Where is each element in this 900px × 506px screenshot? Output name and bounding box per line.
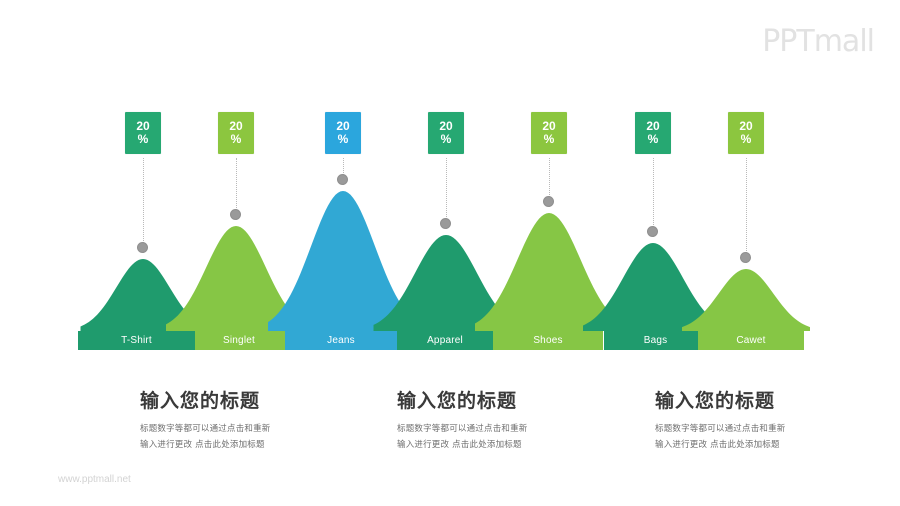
badge-value: 20 [229,119,243,134]
caption-line-1: 标题数字等都可以通过点击和重新 [140,424,271,434]
bell-curve-bags [583,243,723,331]
category-bar-cawet[interactable]: Cawet [698,331,804,350]
caption-line-2: 输入进行更改 点击此处添加标题 [655,439,780,450]
percent-badge-shoes[interactable]: 20% [531,112,567,154]
badge-value: 20 [136,119,150,134]
category-bar-label: Jeans [327,335,355,346]
percent-badge-jeans[interactable]: 20% [325,112,361,154]
connector-line-t-shirt [142,158,144,253]
caption-line-1: 标题数字等都可以通过点击和重新 [655,424,786,434]
pptmall-logo: PPTmall [762,24,875,59]
caption-heading: 输入您的标题 [655,390,776,412]
bell-curve-apparel [373,235,519,331]
badge-unit: % [543,132,555,146]
connector-line-shoes [548,158,550,207]
caption-line-1: 标题数字等都可以通过点击和重新 [397,424,528,434]
badge-value: 20 [542,119,556,134]
badge-unit: % [137,132,149,146]
connector-dot-cawet [740,252,751,263]
connector-dot-singlet [230,209,241,220]
caption-block-3[interactable]: 输入您的标题标题数字等都可以通过点击和重新输入进行更改 点击此处添加标题 [655,386,786,453]
percent-badge-apparel[interactable]: 20% [428,112,464,154]
category-bar-singlet[interactable]: Singlet [184,331,294,350]
category-bar-label: Shoes [533,335,563,346]
percent-badge-cawet[interactable]: 20% [728,112,764,154]
connector-line-jeans [342,158,344,185]
badge-unit: % [440,132,452,146]
caption-heading: 输入您的标题 [397,390,518,412]
caption-block-2[interactable]: 输入您的标题标题数字等都可以通过点击和重新输入进行更改 点击此处添加标题 [397,386,528,453]
connector-dot-apparel [440,218,451,229]
category-bar-label: Cawet [736,335,766,346]
badge-value: 20 [739,119,753,134]
connector-line-apparel [445,158,447,229]
category-bar-label: Apparel [427,335,463,346]
bell-curve-jeans [268,191,418,331]
footer-url: www.pptmall.net [58,474,131,485]
percent-badge-singlet[interactable]: 20% [218,112,254,154]
connector-line-bags [652,158,654,237]
percent-badge-bags[interactable]: 20% [635,112,671,154]
connector-dot-jeans [337,174,348,185]
category-bar-jeans[interactable]: Jeans [285,331,397,350]
category-bar-label: Singlet [223,335,255,346]
badge-unit: % [230,132,242,146]
bell-curve-t-shirt [80,259,206,331]
category-bar-t-shirt[interactable]: T-Shirt [78,331,195,350]
badge-unit: % [647,132,659,146]
connector-line-singlet [235,158,237,220]
badge-unit: % [740,132,752,146]
connector-dot-shoes [543,196,554,207]
bell-curve-shoes [475,213,623,331]
badge-value: 20 [646,119,660,134]
badge-value: 20 [439,119,453,134]
badge-unit: % [337,132,349,146]
category-bar-shoes[interactable]: Shoes [493,331,603,350]
category-bar-label: Bags [643,335,668,346]
caption-line-2: 输入进行更改 点击此处添加标题 [140,439,265,450]
connector-dot-t-shirt [137,242,148,253]
badge-value: 20 [336,119,350,134]
caption-heading: 输入您的标题 [140,390,261,412]
caption-line-2: 输入进行更改 点击此处添加标题 [397,439,522,450]
connector-dot-bags [647,226,658,237]
bell-curve-cawet [682,269,810,331]
category-bar-bags[interactable]: Bags [604,331,707,350]
bell-curve-singlet [166,226,306,331]
percent-badge-t-shirt[interactable]: 20% [125,112,161,154]
category-bar-row: T-Shirt Singlet Jeans Apparel Shoes Bags Cawet [0,331,900,350]
caption-block-1[interactable]: 输入您的标题标题数字等都可以通过点击和重新输入进行更改 点击此处添加标题 [140,386,271,453]
connector-line-cawet [745,158,747,263]
category-bar-label: T-Shirt [121,335,152,346]
category-bar-apparel[interactable]: Apparel [389,331,501,350]
